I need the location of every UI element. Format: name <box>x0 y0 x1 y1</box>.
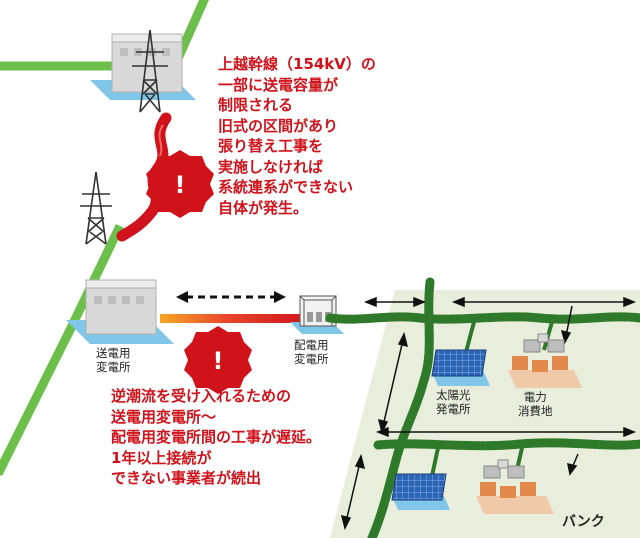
delay-note-line: 配電用変電所間の工事が遅延。 <box>111 428 322 446</box>
transmission-substation-graphic <box>66 279 174 344</box>
label-line: 太陽光 <box>436 388 471 402</box>
label-line: 配電用 <box>294 338 329 352</box>
solar-plant-label: 太陽光 発電所 <box>436 388 471 416</box>
capacity-note-line: 一部に送電容量が <box>218 75 339 94</box>
delay-note-line: 1年以上接続が <box>111 448 212 467</box>
capacity-note: 上越幹線（154kV）の 一部に送電容量が 制限される 旧式の区間があり 張り替… <box>218 54 376 218</box>
label-line: 発電所 <box>436 402 471 416</box>
consumer-bottom-graphic <box>476 459 554 514</box>
warning-icon-top: ! <box>146 150 214 218</box>
capacity-note-line: 旧式の区間があり <box>218 116 339 135</box>
label-line: 電力 <box>523 390 547 404</box>
distribution-cables <box>325 277 640 538</box>
transmission-substation-label: 送電用 変電所 <box>96 346 131 374</box>
solar-plant-top-graphic <box>431 349 490 386</box>
consumer-top-graphic <box>508 333 582 388</box>
constrained-highlight <box>158 124 164 159</box>
delay-note-line: 送電用変電所～ <box>111 407 217 426</box>
warning-mark-top: ! <box>175 171 186 199</box>
label-line: 変電所 <box>96 360 131 374</box>
distribution-substation-label: 配電用 変電所 <box>294 338 329 366</box>
delay-note-line: 逆潮流を受け入れるための <box>111 387 292 405</box>
capacity-note-line: 上越幹線（154kV）の <box>218 55 376 73</box>
label-line: 消費地 <box>518 404 553 418</box>
flow-arrows <box>340 296 637 531</box>
capacity-note-line: 張り替え工事を <box>218 137 324 155</box>
bank-label: バンク <box>562 514 605 530</box>
middle-pylon <box>80 171 112 245</box>
label-line: 送電用 <box>96 346 131 360</box>
label-line: 変電所 <box>294 352 329 366</box>
top-pylon <box>132 29 168 113</box>
capacity-note-line: 実施しなければ <box>218 157 324 176</box>
capacity-note-line: 系統連系ができない <box>218 178 354 196</box>
power-consumer-label: 電力 消費地 <box>518 390 553 418</box>
warning-icon-bottom: ! <box>184 326 252 394</box>
dashed-arrow <box>176 291 286 303</box>
capacity-note-line: 制限される <box>218 96 294 114</box>
delay-note: 逆潮流を受け入れるための 送電用変電所～ 配電用変電所間の工事が遅延。 1年以上… <box>111 386 321 489</box>
delay-note-line: できない事業者が続出 <box>111 469 262 487</box>
warning-mark-bottom: ! <box>213 347 224 375</box>
capacity-note-line: 自体が発生。 <box>218 198 309 217</box>
delayed-feeder <box>160 314 310 323</box>
solar-plant-bottom-graphic <box>391 473 450 510</box>
